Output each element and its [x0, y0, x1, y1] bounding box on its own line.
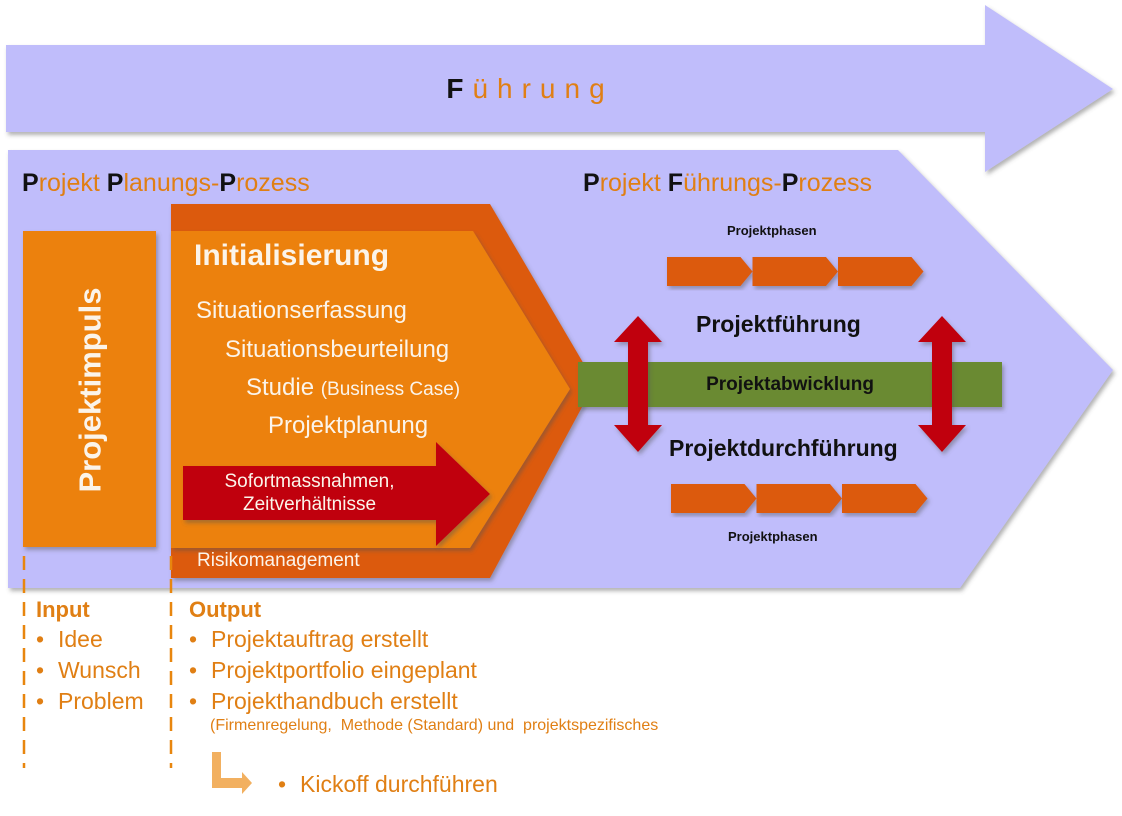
bullet: • — [189, 688, 198, 714]
phase-chevron — [752, 257, 838, 286]
risikomanagement-label: Risikomanagement — [197, 550, 360, 571]
output-item: • Projekthandbuch erstellt — [189, 690, 458, 713]
phase-chevron — [667, 257, 753, 286]
fuehrung-title-cap: F — [446, 73, 473, 104]
kickoff-bent-arrow — [212, 752, 252, 794]
init-step: Situationserfassung — [196, 299, 407, 323]
input-item-text: Wunsch — [58, 657, 141, 683]
fuehrung-arrow — [6, 5, 1113, 172]
phases-top — [667, 257, 924, 286]
title-rest: rozess — [236, 169, 310, 197]
phases-bottom — [671, 484, 928, 513]
fuehrung-title: Führung — [0, 75, 1060, 103]
kickoff-text: Kickoff durchführen — [300, 771, 498, 797]
init-step-text: Projektplanung — [268, 412, 429, 439]
phase-chevron — [671, 484, 757, 513]
output-item: • Projektportfolio eingeplant — [189, 659, 477, 682]
output-item: • Projektauftrag erstellt — [189, 628, 428, 651]
title-rest: rojekt — [599, 169, 668, 197]
projektdurchfuehrung-label: Projektdurchführung — [669, 435, 898, 461]
kickoff-item: • Kickoff durchführen — [278, 773, 498, 796]
projektphasen-top-label: Projektphasen — [727, 223, 817, 238]
phase-chevron — [842, 484, 928, 513]
output-heading: Output — [189, 597, 262, 622]
input-item: • Wunsch — [36, 659, 141, 682]
init-step-text: Studie — [246, 374, 321, 401]
phase-chevron — [756, 484, 842, 513]
bullet: • — [278, 771, 287, 797]
title-rest: lanungs- — [123, 169, 220, 197]
init-step: Situationsbeurteilung — [225, 338, 449, 362]
title-cap: P — [781, 169, 799, 197]
title-rest: rojekt — [38, 169, 107, 197]
title-cap: F — [667, 169, 684, 197]
output-item-text: Projekthandbuch erstellt — [211, 688, 458, 714]
output-item-text: Projektportfolio eingeplant — [211, 657, 477, 683]
input-item-text: Problem — [58, 688, 144, 714]
init-step: Studie (Business Case) — [246, 376, 460, 400]
projektfuehrung-label: Projektführung — [696, 311, 861, 337]
title-cap: P — [22, 169, 39, 197]
init-step-note: (Business Case) — [320, 379, 461, 400]
initialisierung-title: Initialisierung — [194, 239, 390, 272]
bullet: • — [189, 626, 198, 652]
output-note: (Firmenregelung, Methode (Standard) und … — [210, 717, 659, 734]
title-rest: rozess — [798, 169, 873, 197]
double-arrow-right — [918, 316, 966, 452]
bullet: • — [36, 688, 45, 714]
sofortmassnahmen-arrow — [183, 442, 490, 546]
init-step: Projektplanung — [268, 414, 428, 438]
fuehrung-title-rest: ührung — [472, 73, 614, 104]
planungs-prozess-title: Projekt Planungs-Prozess — [22, 171, 310, 196]
projektabwicklung-label: Projektabwicklung — [706, 374, 874, 395]
sofortmassnahmen-line1: Sofortmassnahmen, — [224, 471, 395, 492]
bullet: • — [36, 626, 45, 652]
input-heading: Input — [36, 597, 90, 622]
phase-chevron — [838, 257, 924, 286]
title-cap: P — [583, 169, 600, 197]
output-item-text: Projektauftrag erstellt — [211, 626, 429, 652]
projektimpuls-box — [23, 231, 156, 547]
bullet: • — [36, 657, 45, 683]
title-rest: ührungs- — [683, 169, 782, 197]
input-item-text: Idee — [58, 626, 103, 652]
projektimpuls-label: Projektimpuls — [72, 287, 108, 493]
title-cap: P — [106, 169, 124, 197]
fuehrungs-prozess-title: Projekt Führungs-Prozess — [583, 171, 872, 196]
projektphasen-bottom-label: Projektphasen — [728, 529, 818, 544]
sofortmassnahmen-line2: Zeitverhältnisse — [242, 494, 377, 515]
sofortmassnahmen-label: Sofortmassnahmen, Zeitverhältnisse — [183, 470, 436, 516]
title-cap: P — [219, 169, 237, 197]
input-item: • Problem — [36, 690, 144, 713]
init-step-text: Situationsbeurteilung — [225, 336, 450, 363]
abwicklung-bar — [578, 362, 1002, 407]
bullet: • — [189, 657, 198, 683]
init-step-text: Situationserfassung — [196, 297, 407, 324]
double-arrow-left — [614, 316, 662, 452]
input-item: • Idee — [36, 628, 103, 651]
